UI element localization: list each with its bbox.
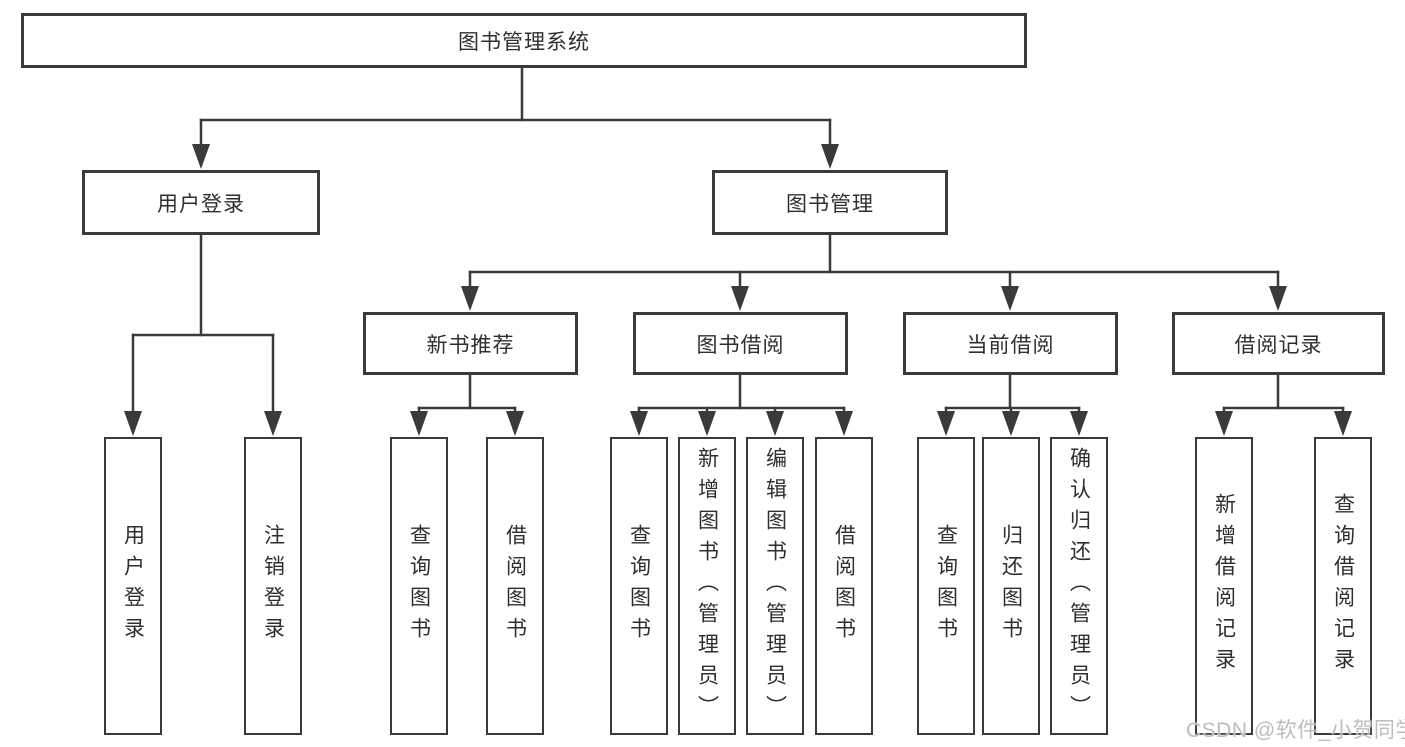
leaf-query-books-1: 查询图书 xyxy=(390,437,448,735)
leaf-label: 确认归还（管理员） xyxy=(1067,446,1091,726)
csdn-watermark: CSDN @软件_小贺同学 xyxy=(1186,719,1405,742)
leaf-label: 借阅图书 xyxy=(503,524,527,648)
leaf-label: 借阅图书 xyxy=(832,524,856,648)
leaf-edit-books-admin: 编辑图书（管理员） xyxy=(746,437,804,735)
leaf-logout: 注销登录 xyxy=(244,437,302,735)
leaf-confirm-return-admin: 确认归还（管理员） xyxy=(1050,437,1108,735)
leaf-label: 查询图书 xyxy=(407,524,431,648)
leaf-user-login: 用户登录 xyxy=(104,437,162,735)
leaf-borrow-books-2: 借阅图书 xyxy=(815,437,873,735)
leaf-borrow-books-1: 借阅图书 xyxy=(486,437,544,735)
leaf-label: 注销登录 xyxy=(261,524,285,648)
leaf-label: 新增借阅记录 xyxy=(1212,493,1236,679)
leaf-return-books: 归还图书 xyxy=(982,437,1040,735)
node-root: 图书管理系统 xyxy=(21,13,1027,68)
leaf-query-borrow-record: 查询借阅记录 xyxy=(1314,437,1372,735)
leaf-label: 查询借阅记录 xyxy=(1331,493,1355,679)
node-new-book-recommend: 新书推荐 xyxy=(363,312,578,375)
leaf-label: 查询图书 xyxy=(627,524,651,648)
leaf-label: 编辑图书（管理员） xyxy=(763,446,787,726)
leaf-label: 新增图书（管理员） xyxy=(695,446,719,726)
leaf-add-borrow-record: 新增借阅记录 xyxy=(1195,437,1253,735)
leaf-query-books-3: 查询图书 xyxy=(917,437,975,735)
leaf-label: 用户登录 xyxy=(121,524,145,648)
arrowheads xyxy=(124,144,1352,436)
leaf-label: 查询图书 xyxy=(934,524,958,648)
node-book-management-branch: 图书管理 xyxy=(712,170,948,235)
node-user-login-branch: 用户登录 xyxy=(82,170,320,235)
node-book-borrow: 图书借阅 xyxy=(633,312,848,375)
leaf-add-books-admin: 新增图书（管理员） xyxy=(678,437,736,735)
leaf-label: 归还图书 xyxy=(999,524,1023,648)
node-borrow-records: 借阅记录 xyxy=(1172,312,1385,375)
leaf-query-books-2: 查询图书 xyxy=(610,437,668,735)
node-current-borrow: 当前借阅 xyxy=(903,312,1118,375)
